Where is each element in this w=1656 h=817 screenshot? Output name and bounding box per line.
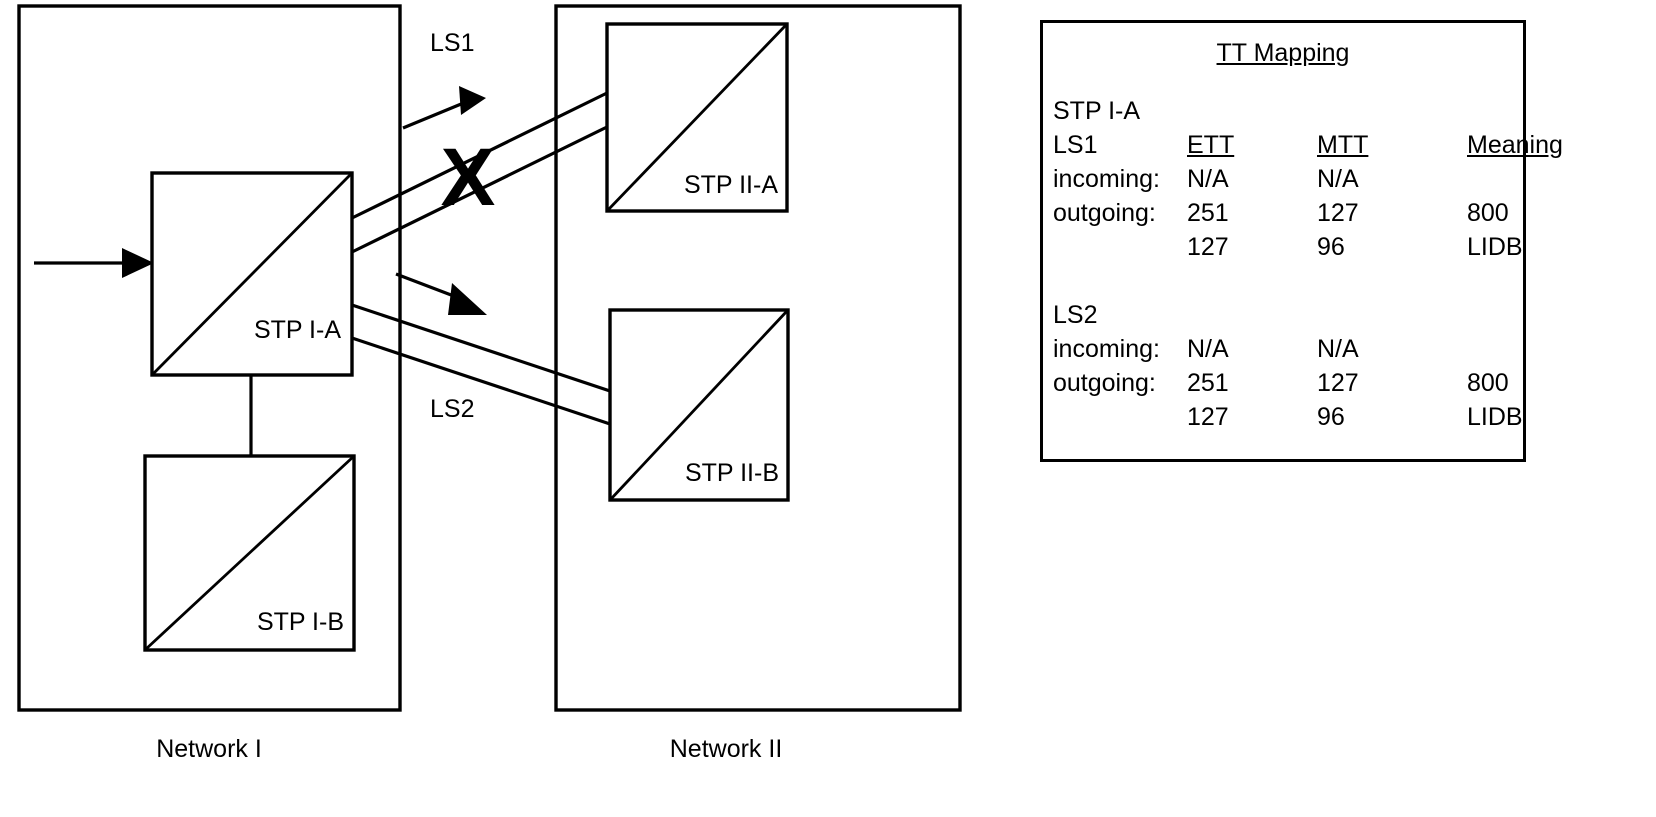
tt-group-2-name: LS2 [1053,301,1098,329]
network-1-label: Network I [156,735,262,763]
table-row: incoming: N/A N/A [1053,165,1515,199]
tt-node-row: STP I-A [1053,97,1515,131]
tt-g1-r2-ett: 127 [1187,233,1229,261]
tt-g2-r2-meaning: LIDB [1467,403,1523,431]
tt-mapping-title-text: TT Mapping [1216,39,1350,67]
tt-group-2-header-row: LS2 [1053,301,1515,335]
link-label-ls1: LS1 [430,29,474,57]
table-row: 127 96 LIDB [1053,403,1523,437]
tt-g2-r1-meaning: 800 [1467,369,1509,397]
tt-g1-r1-label: outgoing: [1053,199,1156,227]
tt-mapping-panel: TT Mapping STP I-A LS1 ETT MTT Meaning i… [1040,20,1563,462]
tt-g1-r1-mtt: 127 [1317,199,1359,227]
tt-g2-r2-mtt: 96 [1317,403,1345,431]
node-label-stp-i-a: STP I-A [254,316,341,344]
node-label-stp-ii-a: STP II-A [684,171,778,199]
table-row: outgoing: 251 127 800 [1053,199,1515,233]
link-ls1[interactable] [351,91,608,254]
node-label-stp-i-b: STP I-B [257,608,344,636]
tt-g1-r0-mtt: N/A [1317,165,1359,193]
ls1-direction-arrow [402,86,486,130]
incoming-signal-arrow [34,248,154,278]
tt-g1-r0-label: incoming: [1053,165,1160,193]
ls1-failure-x-icon: X [441,132,496,223]
tt-g2-r2-ett: 127 [1187,403,1229,431]
table-row: 127 96 LIDB [1053,233,1523,267]
tt-g2-r0-label: incoming: [1053,335,1160,363]
tt-g2-r0-ett: N/A [1187,335,1229,363]
tt-g1-r1-ett: 251 [1187,199,1229,227]
tt-g2-r0-mtt: N/A [1317,335,1359,363]
tt-g2-r1-ett: 251 [1187,369,1229,397]
tt-g1-r2-mtt: 96 [1317,233,1345,261]
tt-column-ett: ETT [1187,131,1235,159]
tt-mapping-body: STP I-A LS1 ETT MTT Meaning incoming: N/… [1053,97,1563,437]
tt-g2-r1-label: outgoing: [1053,369,1156,397]
network-2-label: Network II [670,735,783,763]
node-stp-i-b[interactable] [143,454,356,652]
tt-g1-r0-ett: N/A [1187,165,1229,193]
network-1-container [17,4,402,712]
node-stp-ii-b[interactable] [608,308,790,502]
node-label-stp-ii-b: STP II-B [685,459,779,487]
link-label-ls2: LS2 [430,395,474,423]
table-row: incoming: N/A N/A [1053,335,1515,369]
network-2-container [554,4,962,712]
link-ls2[interactable] [351,303,611,426]
node-stp-ii-a[interactable] [605,22,789,213]
tt-node-label: STP I-A [1053,97,1141,125]
tt-mapping-title: TT Mapping [1043,39,1523,68]
tt-g2-r1-mtt: 127 [1317,369,1359,397]
tt-group-1-name: LS1 [1053,131,1098,159]
ls2-direction-arrow [395,272,487,315]
tt-g1-r1-meaning: 800 [1467,199,1509,227]
tt-group-1-header-row: LS1 ETT MTT Meaning [1053,131,1563,165]
table-row: outgoing: 251 127 800 [1053,369,1515,403]
node-stp-i-a[interactable] [150,171,354,377]
tt-g1-r2-meaning: LIDB [1467,233,1523,261]
tt-column-meaning: Meaning [1467,131,1563,159]
tt-group-gap [1053,267,1515,301]
tt-column-mtt: MTT [1317,131,1369,159]
